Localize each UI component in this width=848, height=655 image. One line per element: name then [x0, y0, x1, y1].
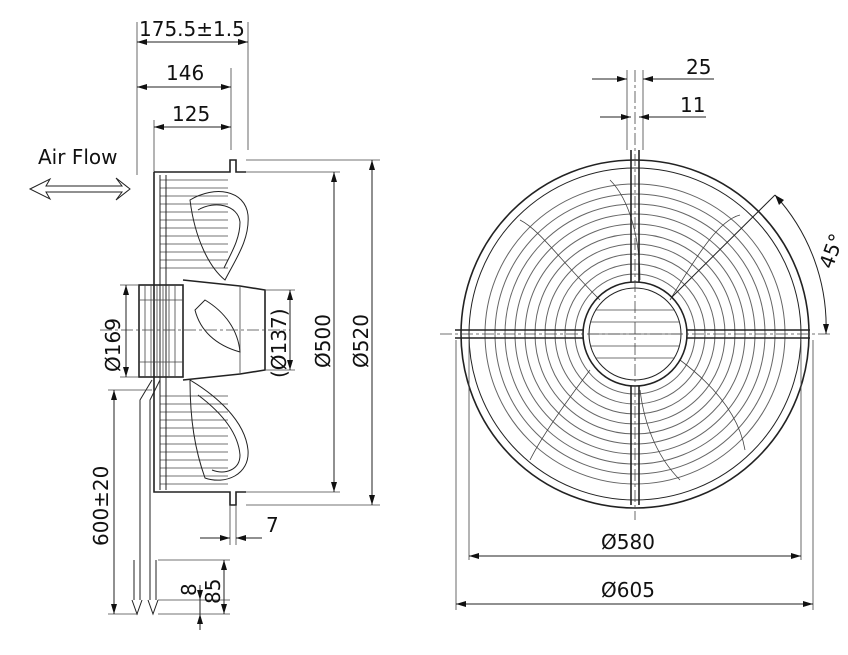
label-cable-length: 600±20: [89, 466, 113, 546]
label-depth-125: 125: [172, 102, 210, 126]
label-depth-146: 146: [166, 61, 204, 85]
airflow-arrow: Air Flow: [28, 145, 131, 201]
dimension-motor-dia: Ø169: [101, 284, 139, 378]
label-ring-605: Ø605: [601, 578, 655, 602]
label-angle-45: 45°: [814, 230, 848, 272]
label-motor-dia: Ø169: [101, 318, 125, 372]
cross-struts: [455, 150, 810, 505]
label-flange-7: 7: [266, 513, 279, 537]
front-blades: [519, 179, 746, 481]
dimension-cable-length: 600±20: [89, 389, 152, 615]
label-airflow: Air Flow: [38, 145, 117, 169]
label-housing-500: Ø500: [311, 314, 335, 368]
label-ring-580: Ø580: [601, 530, 655, 554]
fan-side-profile: [100, 159, 290, 616]
dimension-depth-146: 146: [137, 61, 231, 90]
label-depth-total: 175.5±1.5: [139, 17, 245, 41]
dimension-slot-25: 25: [592, 55, 714, 150]
dimension-ring-580: Ø580: [468, 340, 802, 560]
dimension-depth-125: 125: [154, 102, 231, 130]
dimension-housing-500: Ø500: [246, 171, 340, 493]
side-view: 175.5±1.5 146 125 Air Flow: [28, 17, 380, 630]
dimension-flange-7: 7: [200, 505, 279, 545]
dimension-ring-605: Ø605: [455, 340, 814, 610]
dimension-slot-11: 11: [600, 93, 706, 120]
label-inlet-dia: (Ø137): [267, 308, 291, 378]
label-lead-8: 8: [177, 583, 201, 596]
dimension-inlet-dia: (Ø137): [265, 289, 295, 378]
front-view: 25 11 45° Ø580: [440, 55, 848, 610]
dimension-leads: 8 85: [158, 559, 230, 630]
label-slot-25: 25: [686, 55, 711, 79]
label-slot-11: 11: [680, 93, 705, 117]
label-lead-85: 85: [201, 579, 225, 604]
dimension-housing-520: Ø520: [246, 159, 380, 506]
label-housing-520: Ø520: [349, 314, 373, 368]
dimension-depth-total: 175.5±1.5: [137, 17, 248, 45]
